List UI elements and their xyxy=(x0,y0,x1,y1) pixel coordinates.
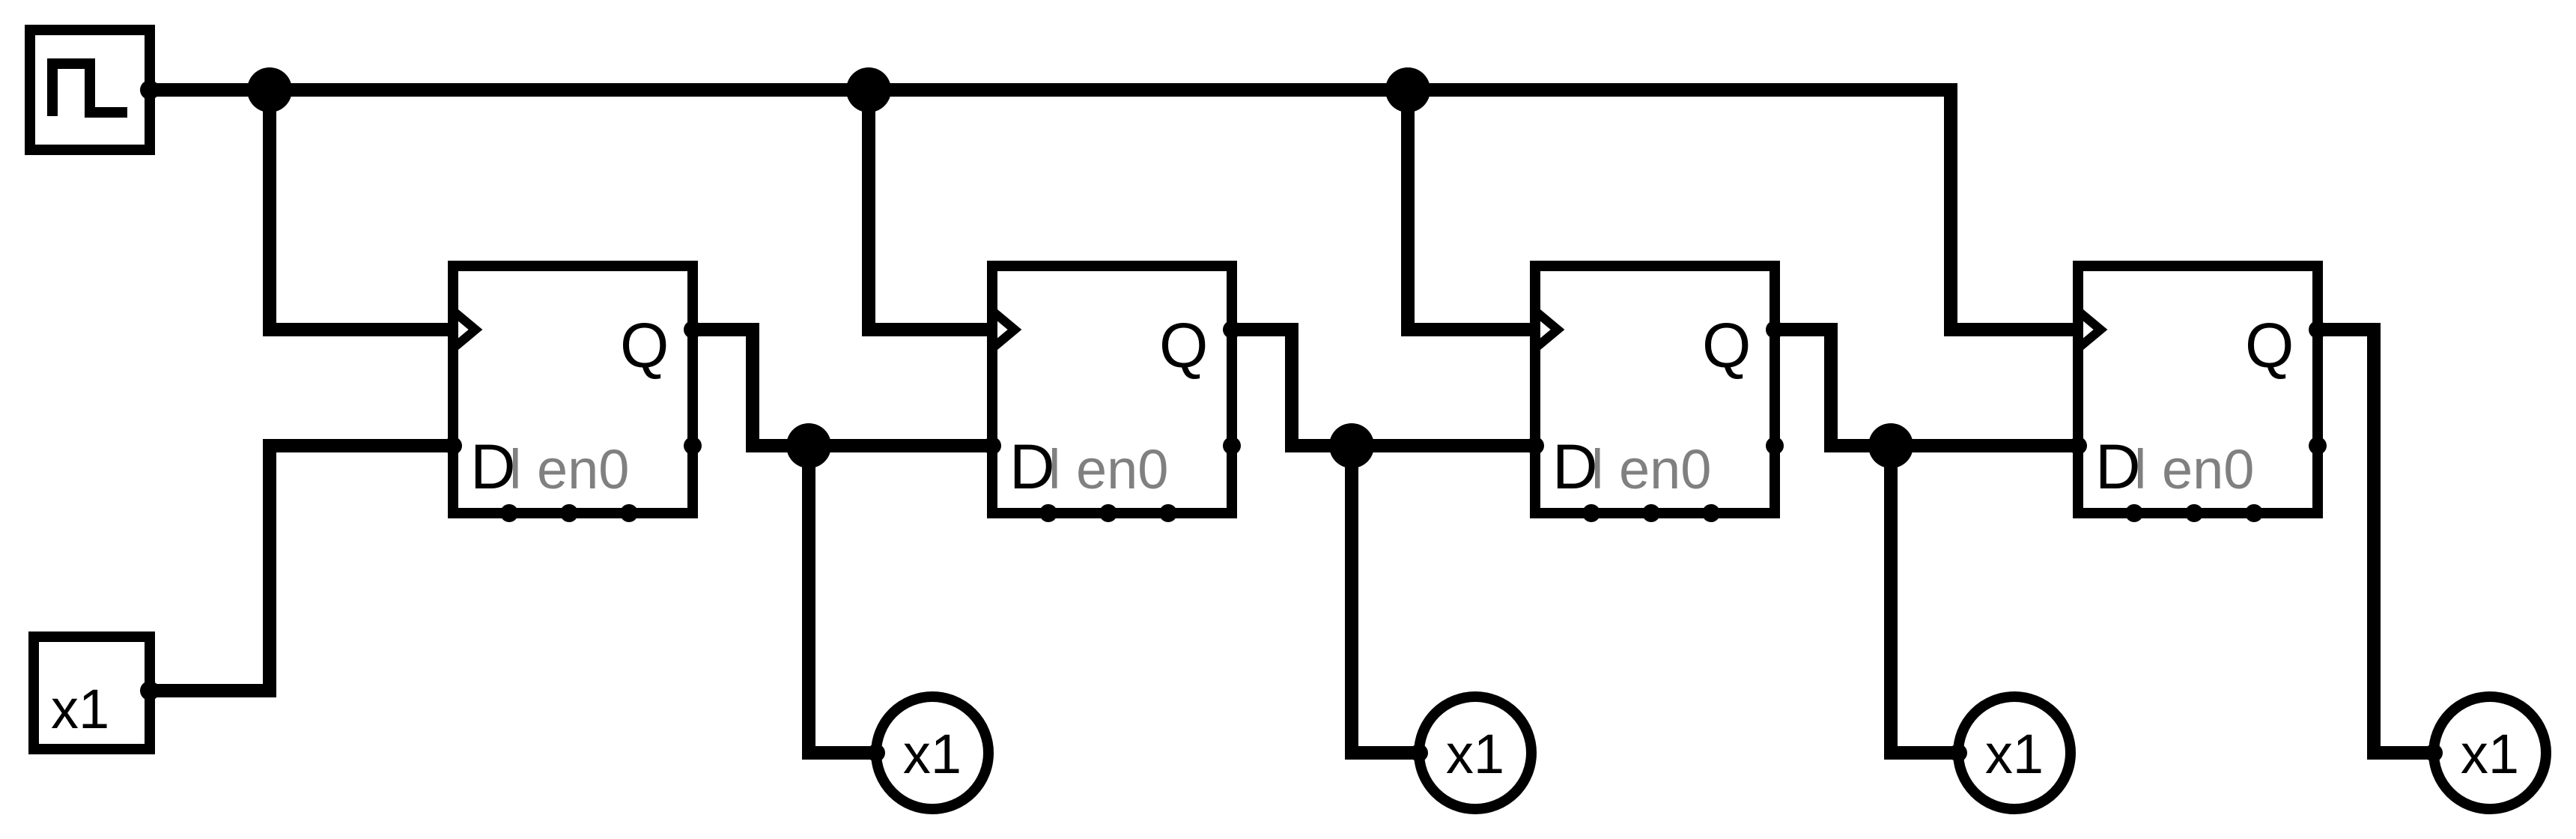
junction-dot xyxy=(247,67,292,112)
output-tap-wire-1 xyxy=(802,446,876,760)
bottom-pin xyxy=(1702,504,1720,522)
output-3[interactable]: x1 xyxy=(1949,691,2076,814)
output-label: x1 xyxy=(1985,723,2044,785)
side-pin xyxy=(2309,437,2327,455)
bottom-pin xyxy=(2245,504,2263,522)
clock-bus-wire xyxy=(150,83,2078,336)
flipflop-4[interactable]: Q D l en0 xyxy=(2069,261,2327,522)
clock-triangle-icon xyxy=(2075,307,2108,352)
d-input-pin xyxy=(444,437,462,455)
clock-tap-wire-3 xyxy=(1401,90,1535,336)
bottom-pin xyxy=(500,504,518,522)
output-tap-wire-3 xyxy=(1884,446,1958,760)
q-output-pin xyxy=(2309,321,2327,339)
output-label: x1 xyxy=(903,723,962,785)
d-label: D xyxy=(470,431,516,502)
output-input-pin xyxy=(2425,744,2443,762)
bottom-pin xyxy=(1582,504,1600,522)
bottom-pin xyxy=(560,504,578,522)
side-pin xyxy=(684,437,702,455)
input-x1[interactable]: x1 xyxy=(28,631,160,754)
bottom-pin xyxy=(620,504,638,522)
clock-tap-wire-2 xyxy=(862,90,992,336)
q-label: Q xyxy=(2245,310,2294,381)
clock-tap-wire-1 xyxy=(263,90,453,336)
extra-label: l en0 xyxy=(509,438,629,500)
bottom-pin xyxy=(1099,504,1117,522)
bottom-pin xyxy=(2185,504,2203,522)
bottom-pin xyxy=(1159,504,1177,522)
square-wave-icon xyxy=(47,58,127,118)
junction-dot xyxy=(1868,423,1913,468)
input-box xyxy=(28,631,155,754)
clock-source[interactable] xyxy=(25,25,160,155)
bottom-pin xyxy=(1039,504,1057,522)
flipflop-box xyxy=(987,261,1237,518)
input-to-d1-wire xyxy=(150,439,453,697)
flipflop-1[interactable]: Q D l en0 xyxy=(444,261,702,522)
flipflop-box xyxy=(448,261,698,518)
output-label: x1 xyxy=(2461,723,2519,785)
junction-dot xyxy=(846,67,891,112)
junction-dot xyxy=(786,423,831,468)
q-output-pin xyxy=(1766,321,1784,339)
junction-dot xyxy=(1385,67,1430,112)
flipflop-2[interactable]: Q D l en0 xyxy=(983,261,1241,522)
output-tap-wire-2 xyxy=(1345,446,1419,760)
d-label: D xyxy=(1552,431,1598,502)
junctions xyxy=(247,67,1913,468)
q-label: Q xyxy=(620,310,669,381)
q-output-pin xyxy=(1223,321,1241,339)
d-input-pin xyxy=(983,437,1001,455)
output-input-pin xyxy=(1949,744,1967,762)
d-input-pin xyxy=(1526,437,1544,455)
q4-to-output-wire xyxy=(2318,323,2434,760)
output-input-pin xyxy=(867,744,885,762)
output-1[interactable]: x1 xyxy=(867,691,994,814)
d-input-pin xyxy=(2069,437,2087,455)
q3-to-d4-wire xyxy=(1775,323,2078,452)
bottom-pin xyxy=(1642,504,1660,522)
junction-dot xyxy=(1329,423,1374,468)
clock-triangle-icon xyxy=(1532,307,1565,352)
q-output-pin xyxy=(684,321,702,339)
flipflop-box xyxy=(1530,261,1780,518)
extra-label: l en0 xyxy=(1048,438,1168,500)
q-label: Q xyxy=(1702,310,1751,381)
clock-triangle-icon xyxy=(989,307,1022,352)
output-4[interactable]: x1 xyxy=(2425,691,2551,814)
d-label: D xyxy=(1009,431,1055,502)
wires xyxy=(150,83,2434,760)
q2-to-d3-wire xyxy=(1232,323,1535,452)
output-input-pin xyxy=(1410,744,1428,762)
extra-label: l en0 xyxy=(1591,438,1711,500)
input-label: x1 xyxy=(51,678,109,740)
clock-triangle-icon xyxy=(450,307,483,352)
output-label: x1 xyxy=(1446,723,1504,785)
q-label: Q xyxy=(1159,310,1208,381)
d-label: D xyxy=(2095,431,2141,502)
flipflop-3[interactable]: Q D l en0 xyxy=(1526,261,1784,522)
q1-to-d2-wire xyxy=(693,323,992,452)
bottom-pin xyxy=(2125,504,2143,522)
extra-label: l en0 xyxy=(2134,438,2254,500)
side-pin xyxy=(1766,437,1784,455)
side-pin xyxy=(1223,437,1241,455)
output-2[interactable]: x1 xyxy=(1410,691,1537,814)
